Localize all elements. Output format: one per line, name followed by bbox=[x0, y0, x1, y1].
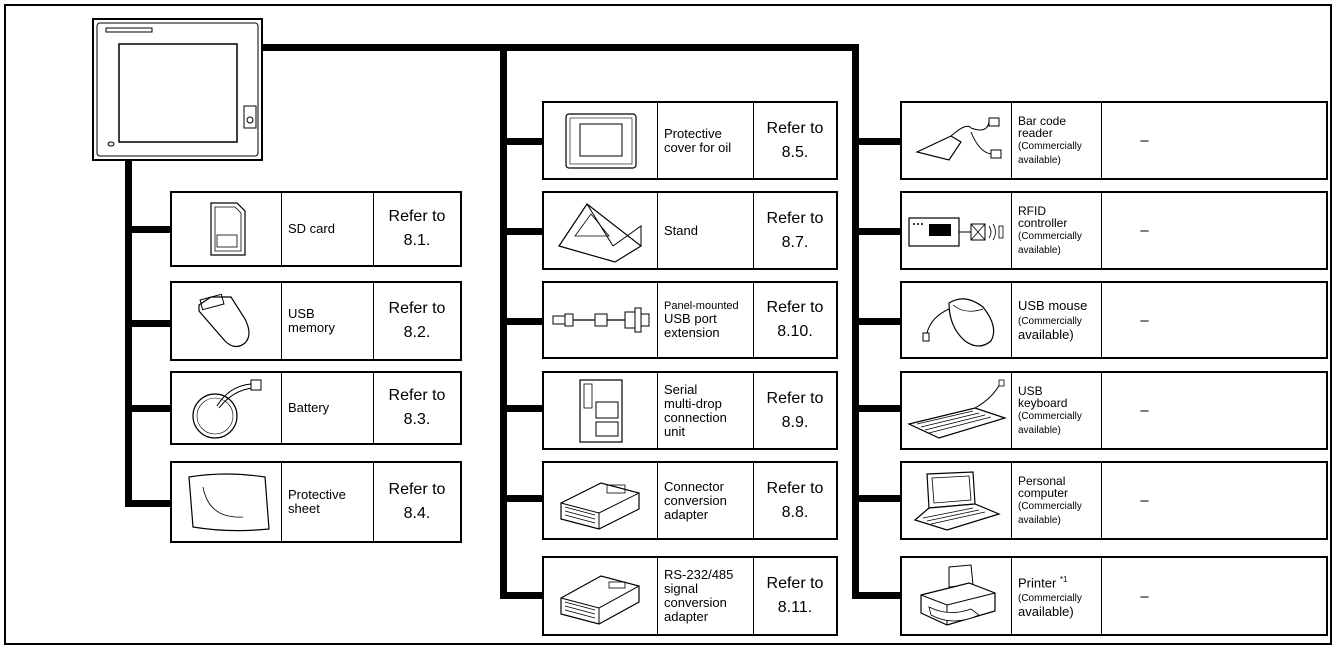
battery-label: Battery bbox=[282, 373, 374, 443]
branch-rs-adapter bbox=[500, 592, 542, 599]
main-top-line bbox=[263, 44, 859, 51]
branch-protective-sheet bbox=[125, 500, 170, 507]
branch-serial-multidrop bbox=[500, 405, 542, 412]
branch-pc bbox=[852, 495, 900, 502]
sd-card-icon bbox=[172, 193, 282, 265]
printer-icon bbox=[902, 558, 1012, 634]
sd-card-label: SD card bbox=[282, 193, 374, 265]
diagram-frame bbox=[4, 4, 1332, 645]
branch-rfid bbox=[852, 228, 900, 235]
branch-keyboard bbox=[852, 405, 900, 412]
barcode-reference: – bbox=[1140, 132, 1149, 149]
usb-extension-icon bbox=[544, 283, 658, 357]
protective-sheet-icon bbox=[172, 463, 282, 541]
branch-battery bbox=[125, 405, 170, 412]
branch-sd-card bbox=[125, 226, 170, 233]
rfid-reference: – bbox=[1140, 222, 1149, 239]
usb-mouse-icon bbox=[902, 283, 1012, 357]
stand-label: Stand bbox=[658, 193, 754, 268]
oil-cover-icon bbox=[544, 103, 658, 178]
branch-printer bbox=[852, 592, 900, 599]
branch-usb-extension bbox=[500, 318, 542, 325]
usb-extension-row: Panel-mounted USB port extension Refer t… bbox=[542, 281, 838, 359]
branch-connector-adapter bbox=[500, 495, 542, 502]
usb-extension-label: Panel-mounted USB port extension bbox=[658, 283, 754, 357]
usb-memory-icon bbox=[172, 283, 282, 359]
branch-stand bbox=[500, 228, 542, 235]
barcode-reader-icon bbox=[902, 103, 1012, 178]
battery-icon bbox=[172, 373, 282, 443]
branch-usb-memory bbox=[125, 320, 170, 327]
got-panel-illustration bbox=[92, 18, 263, 161]
stand-icon bbox=[544, 193, 658, 268]
left-vertical-line bbox=[125, 161, 132, 507]
rfid-controller-icon bbox=[902, 193, 1012, 268]
branch-barcode bbox=[852, 138, 900, 145]
connector-adapter-icon bbox=[544, 463, 658, 538]
branch-oil-cover bbox=[500, 138, 542, 145]
personal-computer-icon bbox=[902, 463, 1012, 538]
printer-reference: – bbox=[1140, 587, 1149, 605]
branch-mouse bbox=[852, 318, 900, 325]
mouse-reference: – bbox=[1140, 311, 1149, 329]
rs-adapter-icon bbox=[544, 558, 658, 634]
keyboard-reference: – bbox=[1140, 402, 1149, 419]
usb-keyboard-icon bbox=[902, 373, 1012, 448]
pc-reference: – bbox=[1140, 492, 1149, 509]
serial-multidrop-icon bbox=[544, 373, 658, 448]
